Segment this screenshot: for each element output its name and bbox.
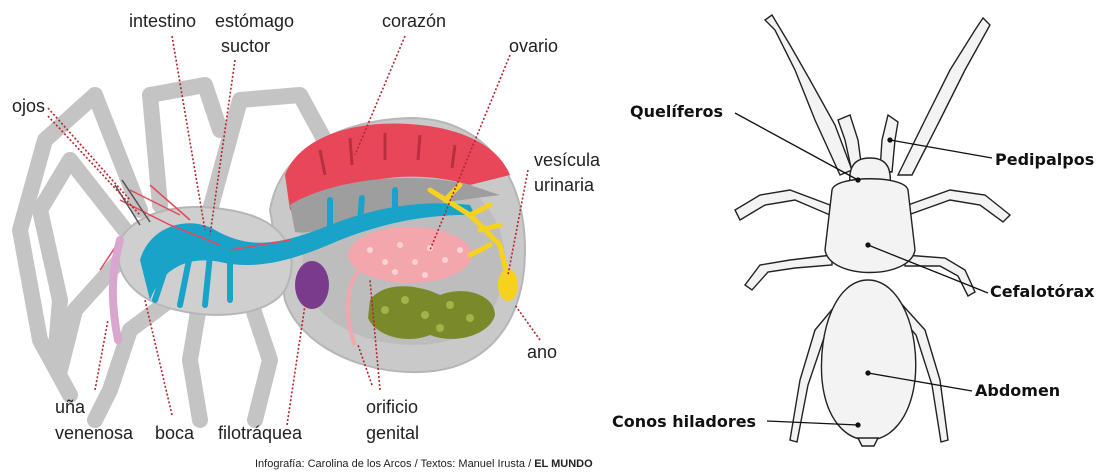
label-ovario: ovario xyxy=(509,36,558,56)
leg-2-right xyxy=(908,190,1010,222)
credit-main: Infografía: Carolina de los Arcos / Text… xyxy=(255,458,534,470)
leg-2-left xyxy=(735,190,830,220)
label-queliferos: Quelíferos xyxy=(630,102,723,121)
abdomen xyxy=(821,280,915,440)
leg-front-right xyxy=(898,18,990,175)
label-boca: boca xyxy=(155,423,195,443)
leg-3-left xyxy=(745,255,832,290)
leader-intestino xyxy=(172,36,205,230)
label-estomago-2: suctor xyxy=(221,36,270,56)
label-vesicula-1: vesícula xyxy=(534,150,601,170)
label-abdomen: Abdomen xyxy=(975,381,1060,400)
label-pedipalpos: Pedipalpos xyxy=(995,150,1094,169)
spider-anatomy-illustration xyxy=(20,85,525,420)
label-conos-hiladores: Conos hiladores xyxy=(612,412,756,431)
label-orificio-2: genital xyxy=(366,423,419,443)
leader-ano xyxy=(515,305,540,340)
spider-dorsal-drawing xyxy=(735,15,1010,446)
label-una-2: venenosa xyxy=(55,423,134,443)
label-estomago-1: estómago xyxy=(215,11,294,31)
label-ojos: ojos xyxy=(12,96,45,116)
label-ano: ano xyxy=(527,342,557,362)
leg-3-right xyxy=(905,255,975,296)
book-lung-organ xyxy=(295,261,329,309)
leg-front-left xyxy=(765,15,852,175)
label-corazon: corazón xyxy=(382,11,446,31)
spinnerets xyxy=(858,438,878,446)
credit-brand: EL MUNDO xyxy=(534,458,593,470)
label-vesicula-2: urinaria xyxy=(534,175,595,195)
label-intestino: intestino xyxy=(129,11,196,31)
ovary-organ xyxy=(348,227,472,283)
label-orificio-1: orificio xyxy=(366,397,418,417)
label-una-1: uña xyxy=(55,397,86,417)
label-filotraquea: filotráquea xyxy=(218,423,303,443)
credit-line: Infografía: Carolina de los Arcos / Text… xyxy=(255,458,593,470)
label-cefalotorax: Cefalotórax xyxy=(990,282,1095,301)
venom-gland xyxy=(113,240,120,340)
